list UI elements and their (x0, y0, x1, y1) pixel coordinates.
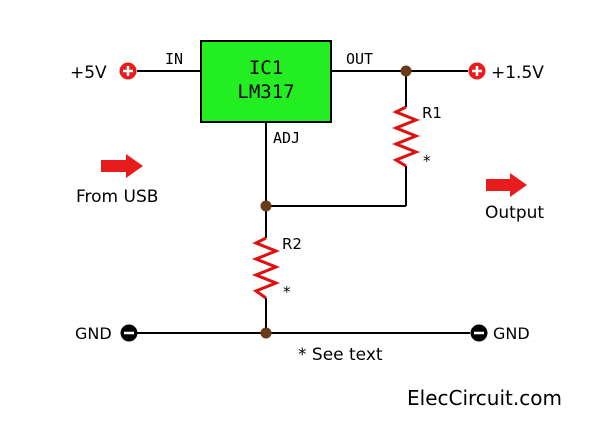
output-label: Output (485, 203, 544, 223)
resistor-r1 (391, 105, 421, 168)
wires (137, 70, 470, 334)
input-voltage-label: +5V (70, 63, 107, 83)
junction-dot-icon (260, 327, 272, 339)
see-text-note: * See text (298, 345, 383, 365)
output-voltage-label: +1.5V (491, 63, 544, 83)
junction-dot-icon (400, 65, 412, 77)
r1-note: * (423, 152, 431, 170)
ic-name: IC1 (249, 57, 283, 79)
resistor-r2 (251, 236, 281, 300)
minus-terminal-icon (470, 324, 488, 342)
pin-out-label: OUT (346, 50, 373, 68)
gnd-left-label: GND (75, 324, 112, 343)
gnd-right-label: GND (493, 324, 530, 343)
pin-in-label: IN (165, 50, 183, 68)
plus-terminal-icon (468, 62, 486, 80)
ic-body (200, 40, 332, 123)
junction-dot-icon (260, 200, 272, 212)
watermark: ElecCircuit.com (407, 386, 562, 410)
arrow-right-icon (486, 173, 527, 197)
from-usb-label: From USB (76, 187, 158, 207)
r2-note: * (283, 283, 291, 301)
r1-label: R1 (422, 104, 442, 122)
ic-part: LM317 (237, 81, 294, 103)
r2-label: R2 (282, 235, 302, 253)
pin-adj-label: ADJ (273, 129, 300, 147)
plus-terminal-icon (119, 62, 137, 80)
arrow-right-icon (101, 154, 143, 178)
minus-terminal-icon (120, 324, 138, 342)
